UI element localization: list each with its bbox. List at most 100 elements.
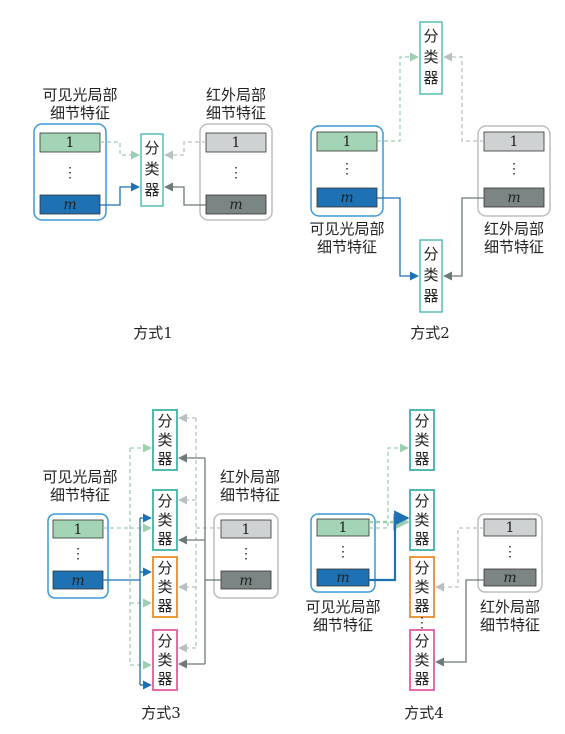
svg-text:类: 类 [414,511,429,529]
connector-arrows [377,52,484,281]
svg-text:分: 分 [157,492,172,510]
svg-text:1: 1 [510,134,519,150]
svg-text:类: 类 [414,651,429,669]
svg-text:器: 器 [423,69,438,87]
svg-text:⋮: ⋮ [503,544,517,560]
infrared-feature-stack: 1 ⋮ m [477,125,551,217]
visible-feature-stack: 1 ⋮ m [33,123,107,221]
infrared-feature-cell-m [483,568,537,587]
svg-text:分: 分 [414,559,429,577]
svg-text:器: 器 [414,450,429,468]
svg-text:1: 1 [339,520,348,536]
visible-label-line1: 可见光局部 [309,220,384,238]
connector-arrows [103,413,221,690]
svg-text:分: 分 [414,632,429,650]
svg-text:m: m [71,573,84,589]
caption-mode-4: 方式4 [404,704,444,722]
infrared-feature-stack: 1 ⋮ m [477,513,543,593]
svg-text:分: 分 [157,412,172,430]
svg-text:器: 器 [157,450,172,468]
svg-text:器: 器 [414,597,429,615]
infrared-cell-dots: ⋮ [229,165,243,181]
classifier-box: 分 类 器 [152,629,178,691]
svg-text:器: 器 [157,530,172,548]
classifier-box: 分 类 器 [419,21,443,95]
svg-text:类: 类 [414,578,429,596]
visible-feature-stack: 1 ⋮ m [310,513,376,593]
svg-text:类: 类 [157,511,172,529]
classifier-box: 分 类 器 [409,556,435,618]
mode-1: 可见光局部 细节特征 红外局部 细节特征 1 ⋮ m 1 ⋮ m 分 类 器 [33,86,273,342]
svg-text:类: 类 [423,48,438,66]
classifier-box: 分 类 器 [152,489,178,551]
connector-arrows [369,443,484,667]
svg-text:分: 分 [423,245,438,263]
visible-feature-cell-1 [52,519,104,539]
svg-text:器: 器 [144,181,159,199]
svg-text:器: 器 [157,597,172,615]
infrared-label-line2: 细节特征 [206,104,266,122]
infrared-label-line1: 红外局部 [484,220,544,238]
infrared-label-line2: 细节特征 [480,616,540,634]
infrared-cell-m-label: m [229,197,242,213]
connector-arrows [100,141,206,206]
svg-text:1: 1 [242,522,251,538]
svg-text:⋮: ⋮ [239,546,253,562]
svg-text:1: 1 [74,522,83,538]
svg-text:分: 分 [157,559,172,577]
svg-text:器: 器 [157,670,172,688]
visible-feature-cell-m [316,568,370,587]
svg-text:分: 分 [414,412,429,430]
svg-text:m: m [503,570,516,586]
svg-text:类: 类 [157,431,172,449]
svg-text:类: 类 [414,431,429,449]
svg-text:器: 器 [423,287,438,305]
svg-text:分: 分 [423,27,438,45]
svg-text:分: 分 [414,492,429,510]
svg-text:1: 1 [506,520,515,536]
svg-text:类: 类 [423,266,438,284]
svg-text:⋮: ⋮ [340,161,354,177]
svg-text:m: m [336,570,349,586]
visible-label-line2: 细节特征 [317,238,377,256]
classifier-box: 分 类 器 [409,489,435,551]
svg-text:分: 分 [157,632,172,650]
caption-mode-3: 方式3 [141,704,181,722]
svg-text:1: 1 [343,134,352,150]
classifier-box: 分 类 器 [152,556,178,618]
classifier-box: 分 类 器 [409,409,435,471]
mode-2: 分 类 器 1 ⋮ m 1 ⋮ m 可见光局部 细节特征 红外局部 细节特征 分 [309,21,551,342]
visible-label-line1: 可见光局部 [42,86,117,104]
visible-label-line2: 细节特征 [313,616,373,634]
visible-cell-dots: ⋮ [63,165,77,181]
classifier-box: 分 类 器 [409,629,435,691]
svg-text:类: 类 [144,160,159,178]
svg-text:器: 器 [414,530,429,548]
infrared-label-line2: 细节特征 [484,238,544,256]
classifier-ellipsis: ⋮ [415,615,429,631]
infrared-label-line1: 红外局部 [220,468,280,486]
infrared-feature-stack: 1 ⋮ m [199,123,273,221]
visible-label-line1: 可见光局部 [305,598,380,616]
visible-feature-stack: 1 ⋮ m [47,513,109,599]
svg-text:⋮: ⋮ [71,546,85,562]
infrared-feature-stack: 1 ⋮ m [213,513,279,599]
svg-text:⋮: ⋮ [507,161,521,177]
caption-mode-1: 方式1 [133,324,173,342]
classifier-box: 分 类 器 [419,239,443,313]
infrared-feature-cell-1 [220,519,272,539]
classifier-box: 分 类 器 [152,409,178,471]
svg-text:m: m [239,573,252,589]
infrared-label-line1: 红外局部 [480,598,540,616]
visible-cell-1-label: 1 [66,135,75,151]
infrared-label-line2: 细节特征 [220,486,280,504]
svg-text:分: 分 [144,139,159,157]
infrared-cell-1-label: 1 [232,135,241,151]
visible-label-line1: 可见光局部 [42,468,117,486]
visible-cell-m-label: m [63,197,76,213]
visible-label-line2: 细节特征 [50,104,110,122]
classifier-box: 分 类 器 [140,133,164,207]
svg-text:m: m [507,190,520,206]
svg-text:器: 器 [414,670,429,688]
